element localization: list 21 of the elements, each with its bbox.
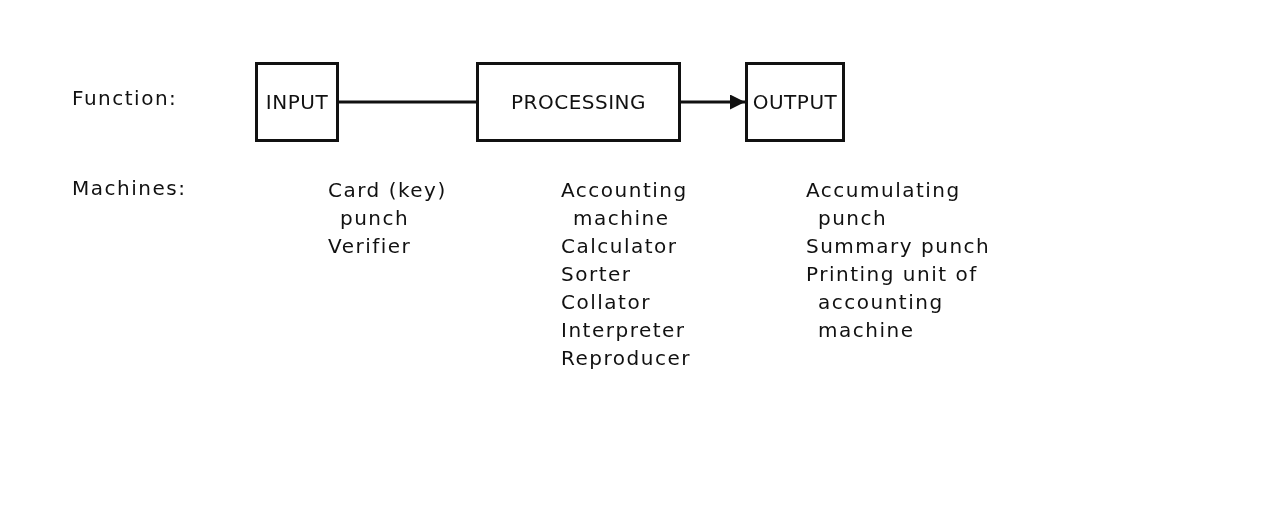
process-box [745,62,845,142]
machine-name: Printing unit of accounting machine [806,261,979,344]
machine-name: Verifier [328,233,413,260]
process-box [476,62,681,142]
row-label: Function: [72,86,178,110]
machine-name: Accounting machine [561,177,689,232]
box-label: PROCESSING [510,90,647,114]
box-label: INPUT [265,90,329,114]
process-box [255,62,339,142]
machine-name: Collator [561,289,652,316]
machine-name: Card (key) punch [328,177,448,232]
arrow [681,94,745,110]
machine-name: Summary punch [806,233,992,260]
connector-line [339,100,476,104]
machine-name: Sorter [561,261,633,288]
box-label: OUTPUT [752,90,838,114]
machine-name: Calculator [561,233,679,260]
machine-name: Reproducer [561,345,692,372]
machine-name: Accumulating punch [806,177,962,232]
row-label: Machines: [72,176,187,200]
machine-name: Interpreter [561,317,687,344]
